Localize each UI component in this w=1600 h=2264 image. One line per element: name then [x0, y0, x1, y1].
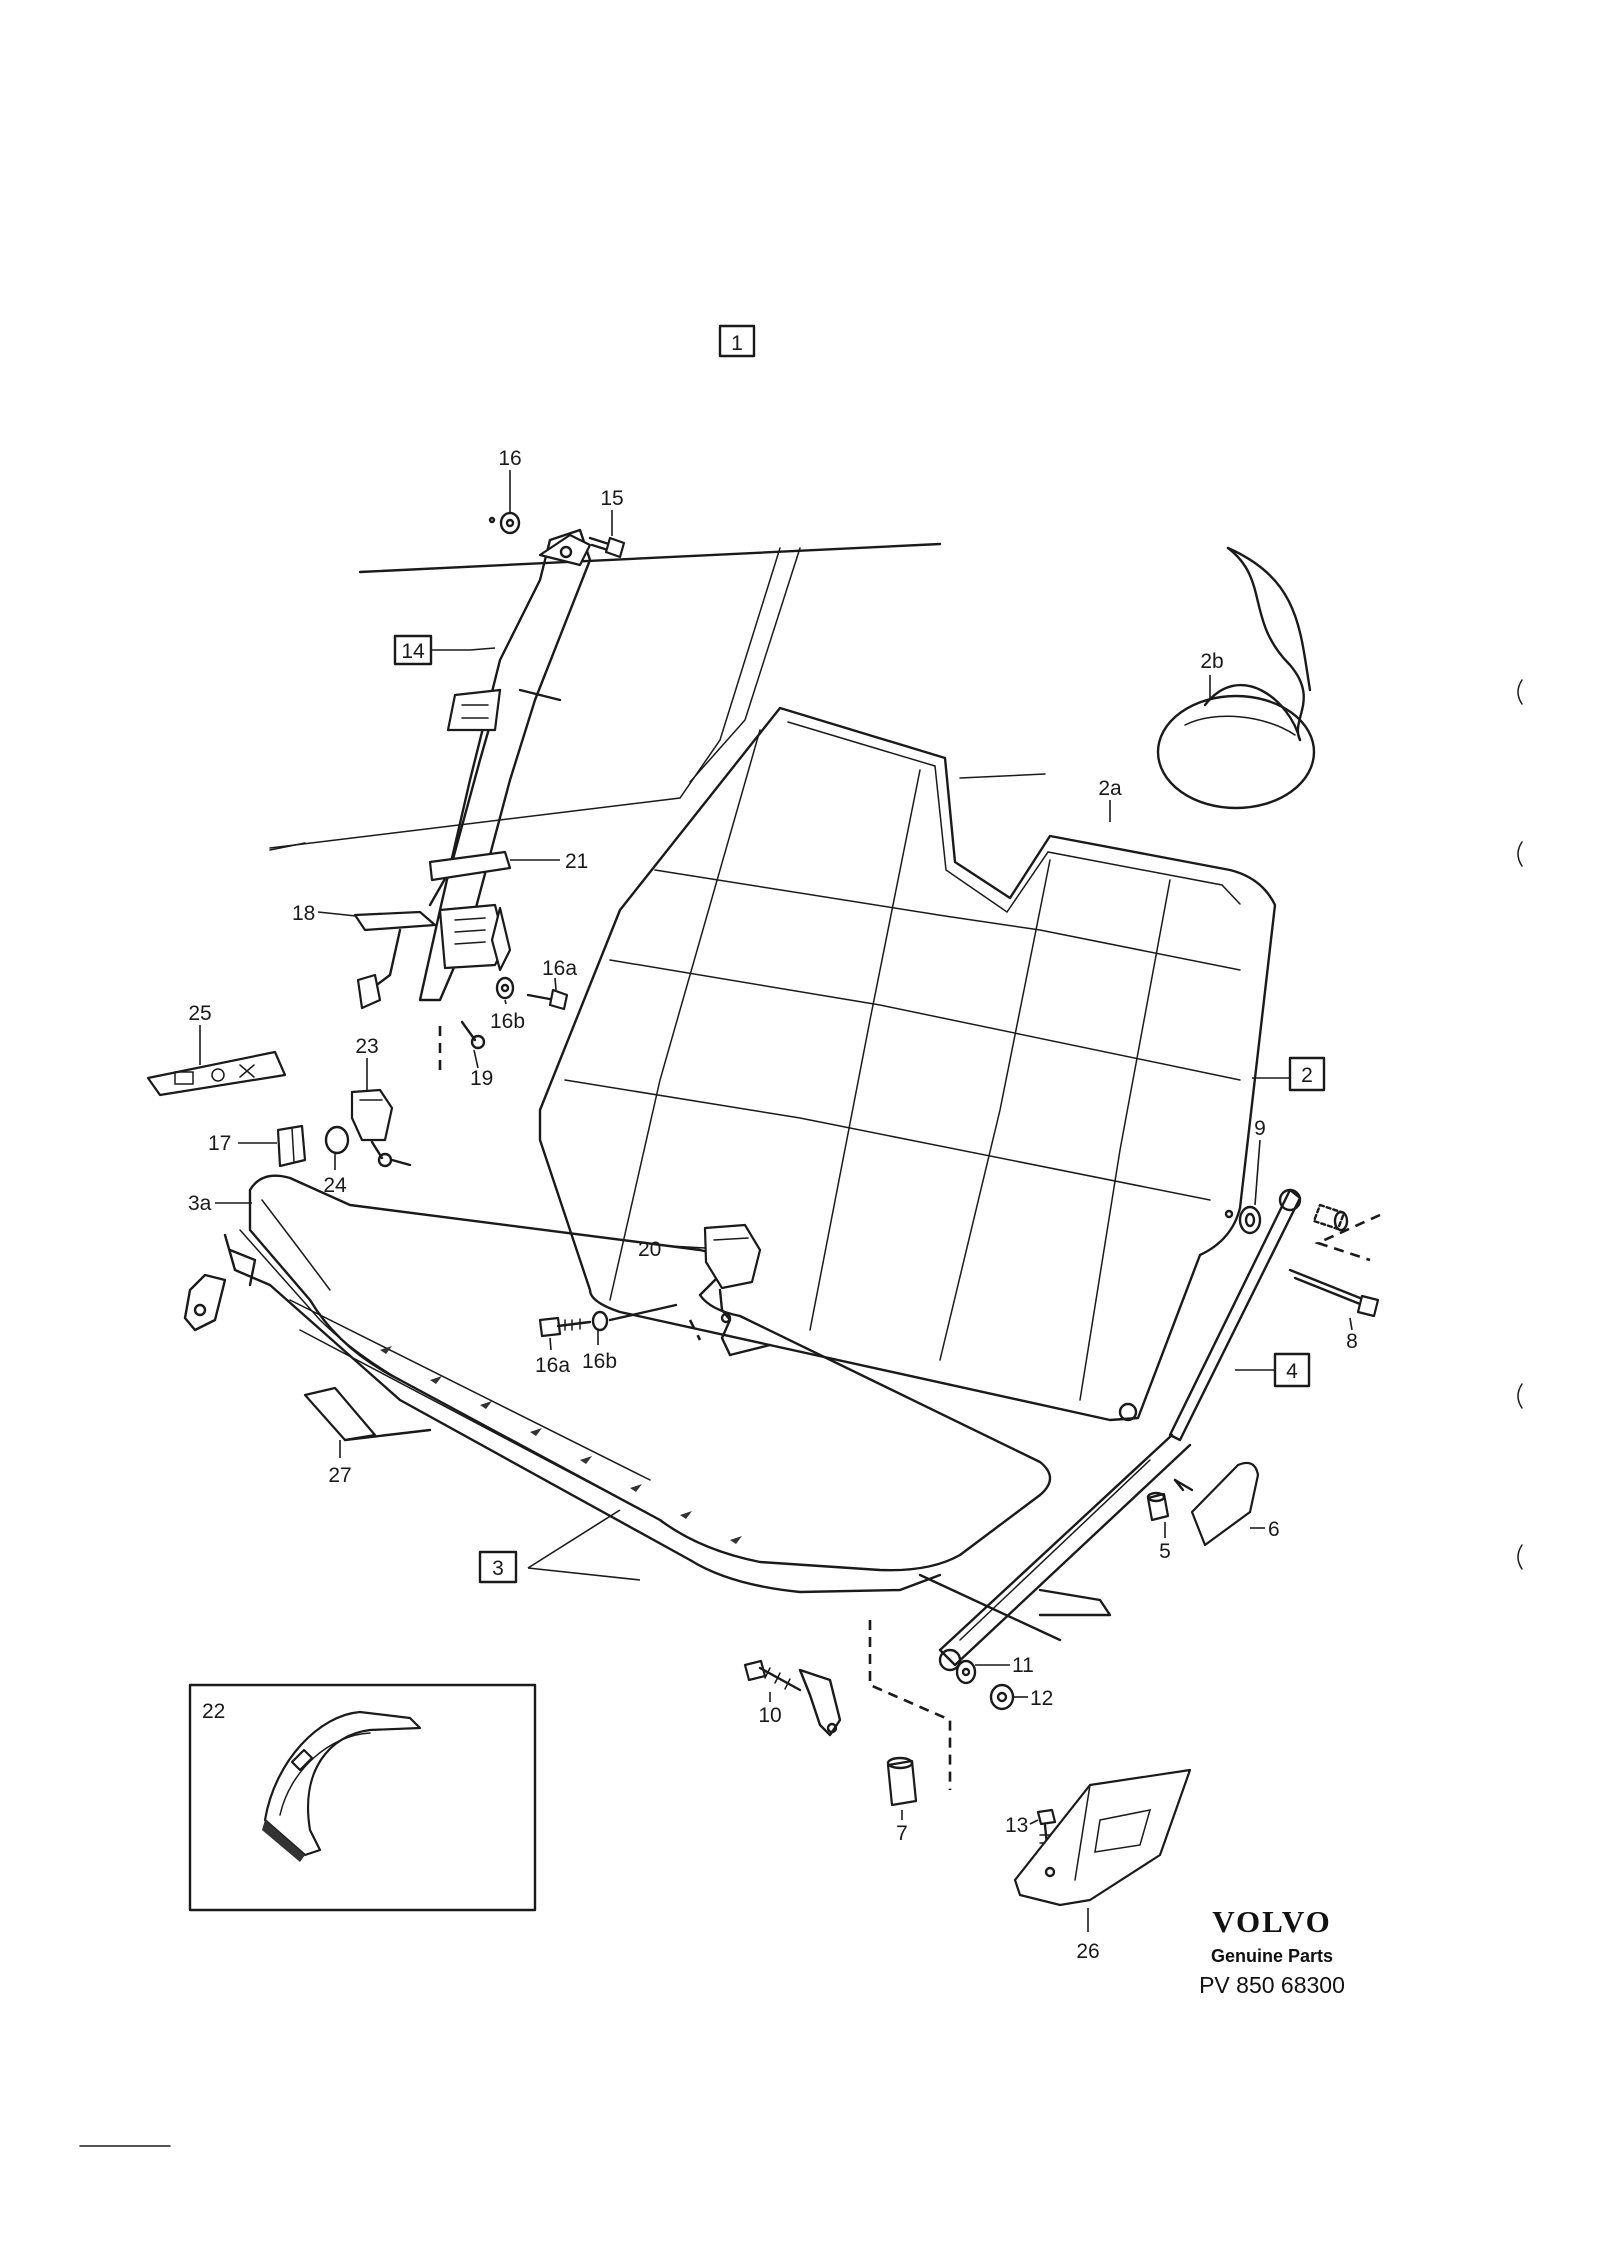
part-number: PV 850 68300 — [1199, 1972, 1345, 1998]
callout-16-top: 16 — [498, 447, 521, 470]
callout-2b: 2b — [1200, 650, 1223, 673]
callout-24: 24 — [323, 1174, 347, 1197]
label-25 — [146, 1050, 287, 1097]
washer-16b-lower — [591, 1303, 678, 1332]
seat-backrest — [538, 706, 1277, 1422]
callout-23: 23 — [355, 1035, 378, 1058]
strip-27 — [303, 1386, 432, 1442]
nut-12 — [989, 1683, 1015, 1711]
callout-14-box — [393, 634, 433, 666]
callout-3: 3 — [492, 1557, 504, 1580]
volvo-footer: VOLVO Genuine Parts PV 850 68300 — [1199, 1904, 1345, 1998]
callout-17: 17 — [208, 1132, 231, 1155]
callout-7: 7 — [896, 1822, 908, 1845]
callout-2: 2 — [1301, 1064, 1313, 1087]
callout-14: 14 — [401, 640, 425, 663]
callout-8: 8 — [1346, 1330, 1358, 1353]
callout-10: 10 — [758, 1704, 781, 1727]
callout-19: 19 — [470, 1067, 493, 1090]
seat-frame — [918, 1188, 1302, 1672]
callout-15: 15 — [600, 487, 623, 510]
sleeve-7 — [886, 1756, 918, 1807]
washer-16b-upper — [495, 976, 515, 1000]
callout-6: 6 — [1268, 1518, 1280, 1541]
callout-25: 25 — [188, 1002, 211, 1025]
callout-18: 18 — [292, 902, 315, 925]
brand-tagline: Genuine Parts — [1211, 1946, 1333, 1966]
lever-6 — [1173, 1461, 1260, 1547]
callout-4-box — [1273, 1352, 1311, 1388]
bolt-15 — [588, 536, 626, 559]
nut-16-top — [488, 511, 521, 535]
bolt-16a-lower — [538, 1316, 592, 1338]
callout-12: 12 — [1030, 1687, 1053, 1710]
hinge-washer-9 — [1224, 1205, 1262, 1235]
margin-marks — [79, 679, 1523, 2147]
callout-3-box — [478, 1550, 518, 1584]
cap-24 — [324, 1125, 350, 1155]
bolt-16a-upper — [526, 988, 569, 1011]
leader-lines — [199, 470, 1353, 1932]
cover-17 — [276, 1124, 307, 1168]
shoulder-belt — [353, 528, 610, 1010]
headrest — [1156, 546, 1316, 810]
seat-cushion — [183, 1174, 1052, 1594]
callout-27: 27 — [328, 1464, 351, 1487]
inset-panel-22 — [188, 1683, 537, 1912]
callout-22: 22 — [202, 1700, 225, 1723]
callout-21: 21 — [565, 850, 588, 873]
dashed-assembly-lines — [438, 1020, 1381, 1790]
car-body-outline — [269, 542, 1046, 851]
svg-text:1: 1 — [731, 332, 743, 355]
pin-5 — [1146, 1491, 1170, 1522]
callout-11: 11 — [1012, 1654, 1034, 1677]
callout-2-box — [1288, 1056, 1326, 1092]
callout-2a: 2a — [1098, 777, 1122, 800]
callout-20: 20 — [638, 1238, 661, 1261]
callout-5: 5 — [1159, 1540, 1171, 1563]
callout-labels: 16 15 14 21 18 16a 16b 19 25 23 17 24 3a… — [188, 447, 1358, 1963]
callout-16b-upper: 16b — [490, 1010, 525, 1033]
bolt-10 — [743, 1659, 842, 1737]
callout-9: 9 — [1254, 1117, 1266, 1140]
callout-16b-lower: 16b — [582, 1350, 617, 1373]
brand-logo: VOLVO — [1212, 1904, 1332, 1939]
callout-13: 13 — [1005, 1814, 1028, 1837]
washer-11 — [955, 1659, 977, 1685]
callout-16a-upper: 16a — [542, 957, 577, 980]
screw-19 — [460, 1020, 486, 1050]
callout-16a-lower: 16a — [535, 1354, 570, 1377]
group-number: 1 — [718, 324, 756, 358]
hinge-bolt-8 — [1288, 1268, 1380, 1318]
buckle-23 — [350, 1088, 412, 1168]
buckle-20 — [703, 1223, 772, 1357]
bracket-26 — [1013, 1768, 1192, 1907]
spacer-sleeve — [1312, 1203, 1349, 1232]
callout-4: 4 — [1286, 1360, 1298, 1383]
callout-3a: 3a — [188, 1192, 212, 1215]
callout-26: 26 — [1076, 1940, 1099, 1963]
